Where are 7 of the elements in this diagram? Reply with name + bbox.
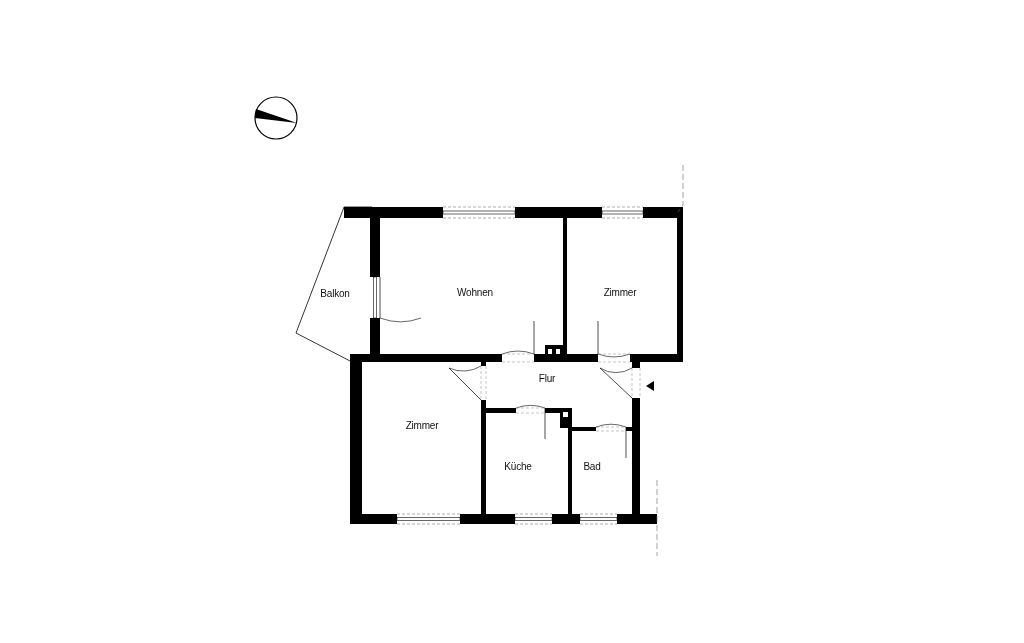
room-label: Flur [538, 372, 556, 384]
room-label: Balkon [320, 287, 350, 299]
room-label: Zimmer [603, 286, 637, 298]
room-label: Zimmer [405, 419, 439, 431]
room-label: Bad [583, 460, 601, 472]
room-label: Wohnen [457, 286, 493, 298]
room-label: Küche [504, 460, 532, 472]
